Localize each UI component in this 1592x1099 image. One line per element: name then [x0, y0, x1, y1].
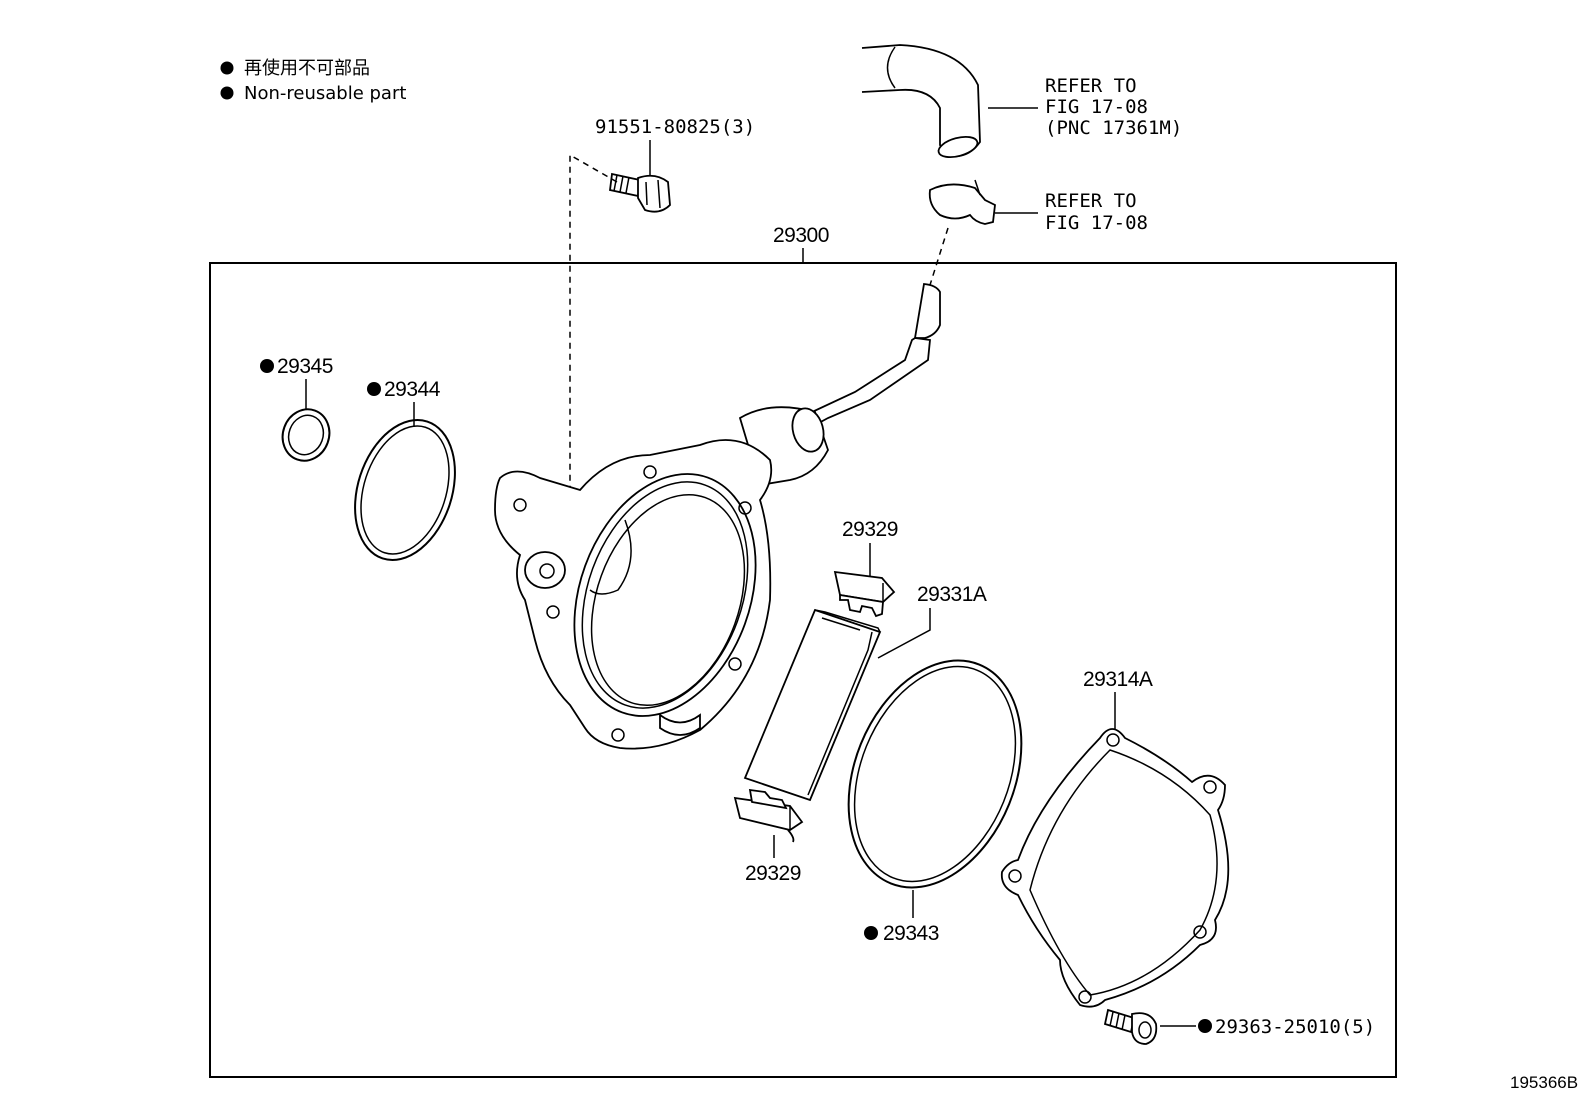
illustration-id: 195366B [1510, 1073, 1578, 1092]
p29343-oring [847, 659, 1023, 889]
p29344-label: 29344 [384, 378, 441, 401]
p29329-top-clip [833, 570, 896, 618]
assembly-box [209, 262, 1397, 1078]
p29329-top-label: 29329 [842, 518, 898, 541]
p29314a-cover [1000, 728, 1230, 1008]
legend-bullet-jp [220, 61, 234, 75]
hose-refer-line1: REFER TO [1045, 75, 1137, 97]
p29331a-leader [877, 608, 931, 659]
bolt-top-label: 91551-80825(3) [595, 116, 755, 138]
p29329-bottom-label: 29329 [745, 862, 801, 885]
p29345-label: 29345 [277, 355, 333, 378]
p29343-bullet [864, 926, 878, 940]
p29344-oring [354, 419, 456, 561]
clamp-refer-line1: REFER TO [1045, 190, 1137, 212]
legend-text-en: Non-reusable part [244, 83, 406, 104]
hose-refer-line3: (PNC 17361M) [1045, 117, 1182, 139]
housing-hole-1 [643, 465, 657, 479]
legend-text-jp: 再使用不可部品 [244, 58, 370, 79]
p29329-bottom-clip [733, 788, 804, 843]
p29363-bolt [1103, 1008, 1158, 1045]
p29344-bullet [367, 382, 381, 396]
p29345-oring [281, 408, 331, 462]
clamp-illustration [928, 179, 996, 225]
pump-housing-illustration [494, 283, 941, 750]
p29345-bullet [260, 359, 274, 373]
legend: 再使用不可部品 Non-reusable part [220, 58, 406, 104]
hose-refer-line2: FIG 17-08 [1045, 96, 1148, 118]
p29363-bullet [1198, 1019, 1212, 1033]
housing-hole-7 [513, 498, 527, 512]
bolt-top-illustration [609, 172, 671, 213]
housing-hole-3 [728, 657, 742, 671]
housing-hole-2 [738, 501, 752, 515]
p29331a-label: 29331A [917, 583, 987, 606]
p29331a-rotor [743, 608, 882, 802]
clamp-refer-line2: FIG 17-08 [1045, 212, 1148, 234]
legend-bullet-en [220, 86, 234, 100]
p29363-label: 29363-25010(5) [1215, 1016, 1375, 1038]
clamp-to-pipe-dashline [929, 227, 949, 286]
housing-hole-5 [546, 605, 560, 619]
p29314a-label: 29314A [1083, 668, 1153, 691]
housing-hole-4 [611, 728, 625, 742]
p29343-label: 29343 [883, 922, 939, 945]
hose-illustration [861, 44, 981, 159]
assembly-label: 29300 [773, 224, 829, 247]
